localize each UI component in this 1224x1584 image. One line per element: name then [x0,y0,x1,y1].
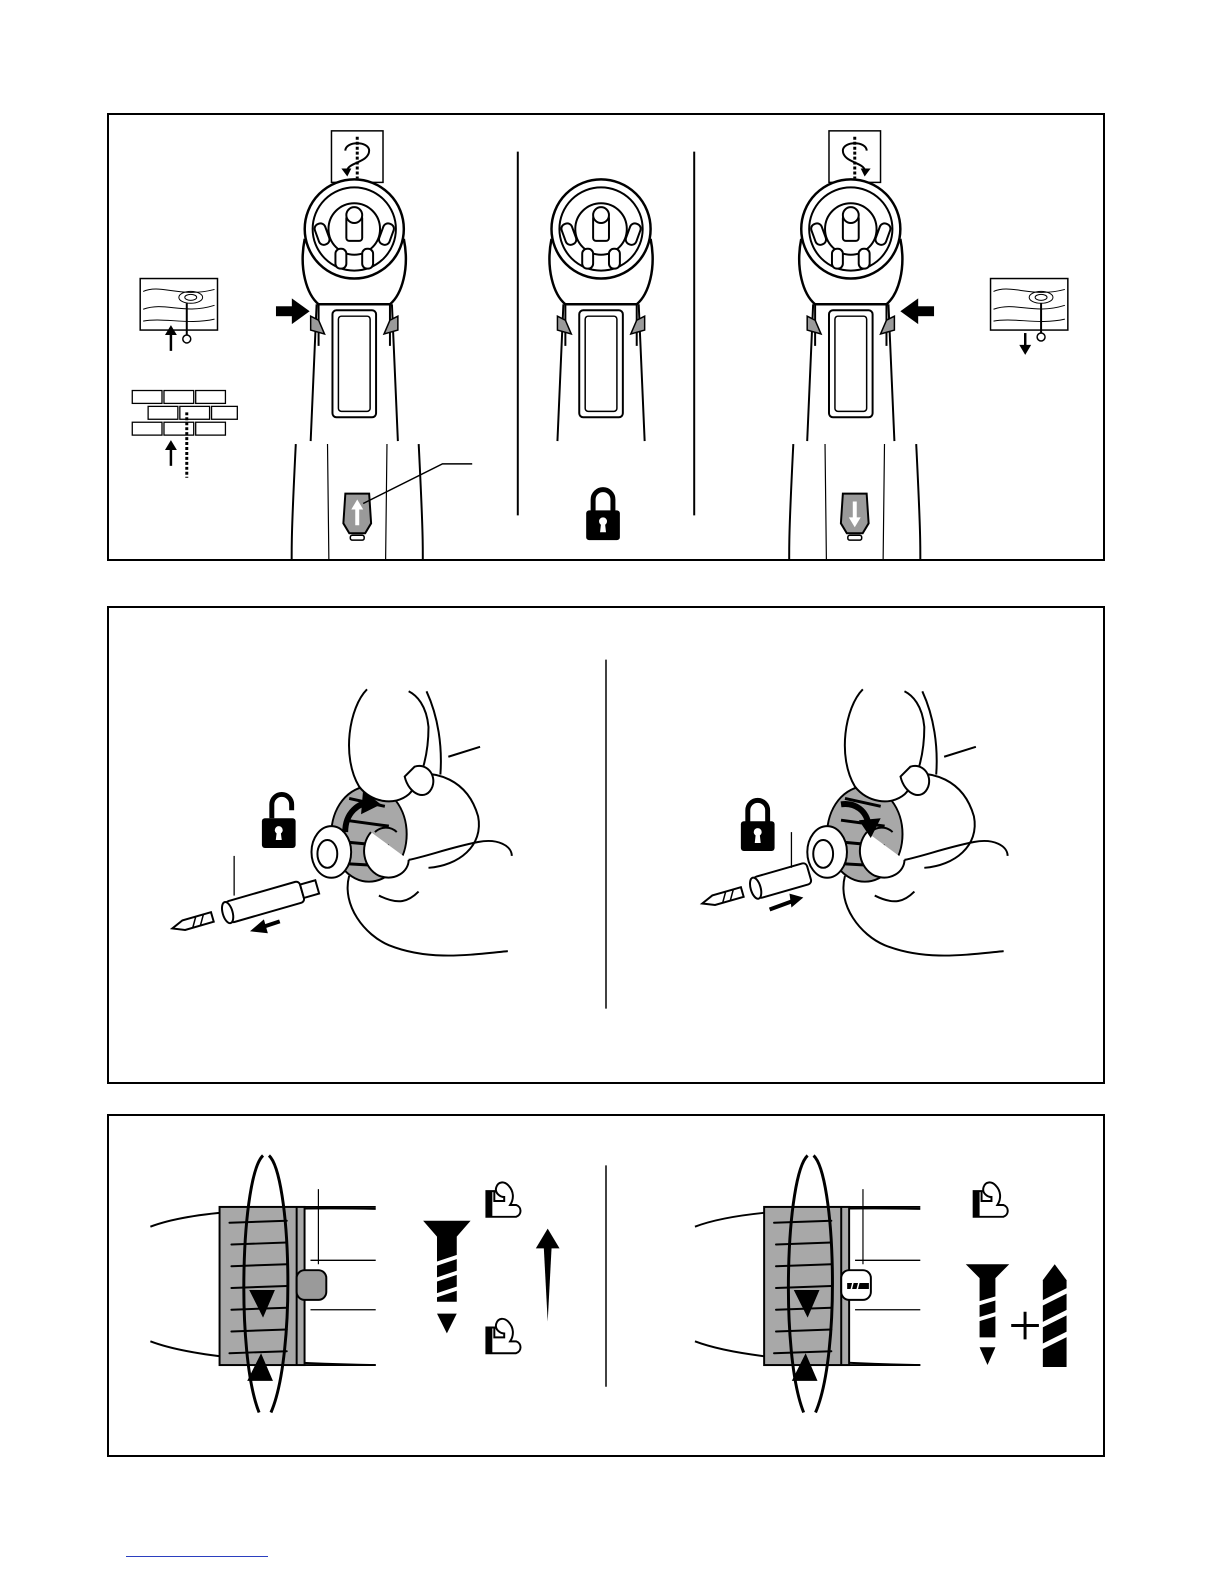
wood-screw-icon [140,279,217,351]
handle-rear-forward [292,444,423,559]
footer-link-rule [126,1556,268,1557]
figure-bit-holder [107,606,1105,1084]
plus-icon [1011,1312,1039,1340]
rotation-clockwise-icon [331,131,383,183]
switch-leader-line [363,464,472,504]
direction-switch-illustration [109,115,1103,559]
torque-collar-screw-setting [150,1156,559,1413]
wood-screw-reverse-icon [991,279,1068,355]
screw-icon [966,1264,1009,1365]
drill-front-forward [303,179,406,441]
flexed-arm-icon [486,1319,520,1353]
padlock-closed-icon [586,490,620,541]
drill-bit-icon [1041,1264,1069,1367]
drill-front-reverse [799,179,902,441]
push-arrow-left-icon [900,298,934,324]
rotation-counterclockwise-icon [829,131,881,183]
torque-collar-drill-setting [695,1156,1069,1413]
bit-holder-insert-step [699,689,1007,955]
drill-front-lock [549,179,652,441]
torque-collar-illustration [109,1116,1103,1455]
padlock-closed-icon [741,800,775,851]
flexed-arm-icon [486,1182,520,1216]
figure-torque-collar [107,1114,1105,1457]
bit-holder-illustration [109,608,1103,1082]
flexed-arm-icon [974,1182,1008,1216]
screw-icon [423,1221,470,1334]
padlock-open-icon [262,794,296,848]
brick-drill-icon [132,391,237,478]
handle-rear-reverse [789,444,920,559]
figure-direction-switch [107,113,1105,561]
push-arrow-right-icon [276,298,310,324]
bit-holder-remove-step [169,689,511,955]
torque-window [297,1270,327,1300]
